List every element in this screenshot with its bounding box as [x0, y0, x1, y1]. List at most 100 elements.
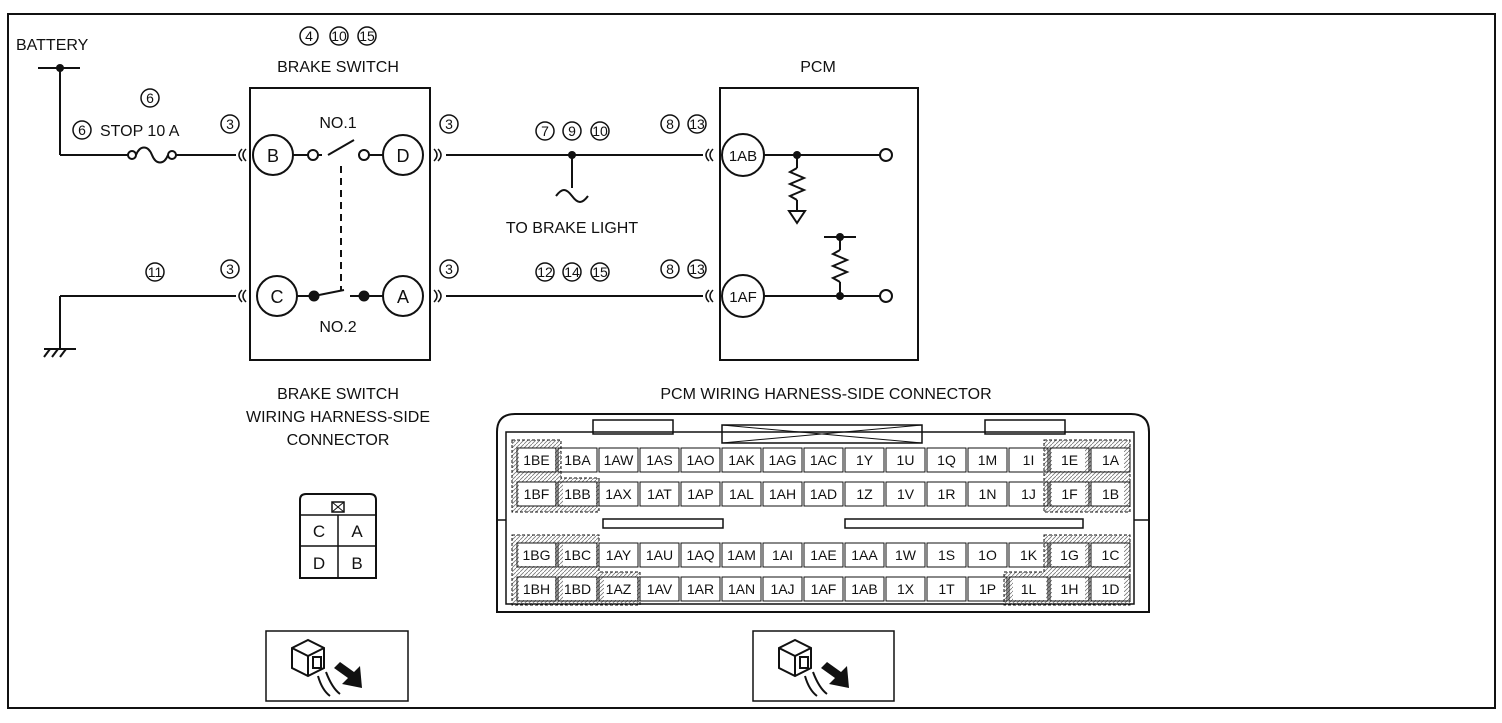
fuse-label: STOP 10 A — [100, 123, 180, 140]
pcm-pin-cell — [557, 576, 598, 602]
pin-bs-c: C — [256, 275, 298, 317]
brake-switch-refs: 4 10 15 — [299, 26, 377, 46]
pcm-pin-label: 1AZ — [606, 581, 632, 597]
pcm-pin-label: 1AH — [769, 486, 796, 502]
pcm-pin-cell — [885, 576, 926, 602]
svg-text:3: 3 — [226, 116, 234, 132]
pcm-pin-cell — [721, 447, 762, 473]
pcm-pin-cell — [885, 542, 926, 568]
svg-text:8: 8 — [666, 116, 674, 132]
ground-icon — [43, 348, 76, 358]
svg-text:7: 7 — [541, 123, 549, 139]
pin-bs-a: A — [382, 275, 424, 317]
ground-wire — [59, 295, 236, 348]
bs-connector-title-3: CONNECTOR — [287, 432, 390, 449]
pcm-pin-label: 1W — [895, 547, 917, 563]
pcm-pin-cell — [1008, 447, 1049, 473]
pin-pcm-1ab: 1AB — [721, 133, 765, 177]
pcm-pin-label: 1BF — [524, 486, 550, 502]
pcm-pin-label: 1AB — [851, 581, 877, 597]
svg-text:10: 10 — [592, 123, 608, 139]
ref-upper-wire: 7 9 10 — [535, 121, 610, 141]
pcm-pin-label: 1P — [979, 581, 996, 597]
pcm-pin-cell — [926, 481, 967, 507]
switch-no1 — [293, 139, 383, 161]
brake-switch-box — [249, 87, 431, 361]
bs-connector-title-2: WIRING HARNESS-SIDE — [246, 409, 430, 426]
pcm-pin-label: 1F — [1061, 486, 1077, 502]
pcm-pin-cell — [516, 576, 557, 602]
pcm-pin-cell — [1090, 542, 1131, 568]
diagram-frame — [7, 13, 1496, 709]
ref-pcm-upper: 8 13 — [660, 114, 707, 134]
pcm-pin-cell — [926, 542, 967, 568]
connector-mark-pcm-1af — [705, 289, 714, 303]
pcm-pin-label: 1AM — [727, 547, 756, 563]
pcm-pin-cell — [639, 542, 680, 568]
pcm-connector-view-icon — [752, 630, 895, 702]
switch-no1-label: NO.1 — [319, 115, 356, 132]
pcm-pin-cell — [639, 481, 680, 507]
svg-text:6: 6 — [146, 90, 154, 106]
pcm-pin-cell — [557, 447, 598, 473]
pcm-pin-cell — [721, 542, 762, 568]
pcm-pin-cell — [680, 447, 721, 473]
pcm-pin-label: 1T — [938, 581, 955, 597]
pcm-pin-cell — [639, 576, 680, 602]
pcm-pin-cell — [803, 481, 844, 507]
pcm-title: PCM — [800, 59, 836, 76]
to-brake-light-label: TO BRAKE LIGHT — [506, 220, 638, 237]
pcm-pin-cell — [844, 447, 885, 473]
pcm-pin-label: 1AP — [687, 486, 713, 502]
pcm-pin-cell — [1049, 481, 1090, 507]
pcm-pin-label: 1AX — [605, 486, 632, 502]
pcm-pin-cell — [1008, 481, 1049, 507]
bs-cell-d: D — [313, 554, 325, 573]
pcm-pin-label: 1BG — [522, 547, 550, 563]
pcm-pin-cell — [762, 542, 803, 568]
svg-text:14: 14 — [564, 264, 580, 280]
pcm-pin-label: 1Y — [856, 452, 874, 468]
pcm-pin-cell — [557, 481, 598, 507]
pcm-pin-label: 1D — [1102, 581, 1120, 597]
pcm-pin-label: 1AN — [728, 581, 755, 597]
pcm-pin-label: 1Z — [856, 486, 873, 502]
pcm-box — [719, 87, 919, 361]
pcm-pin-cell — [1049, 447, 1090, 473]
pcm-pin-cell — [967, 447, 1008, 473]
brake-light-branch — [555, 155, 589, 203]
pcm-pin-cell — [721, 481, 762, 507]
svg-text:15: 15 — [592, 264, 608, 280]
pcm-upper-junction — [793, 151, 801, 159]
pcm-pin-cell — [803, 447, 844, 473]
pcm-pin-label: 1BC — [564, 547, 591, 563]
pcm-upper-circuit — [764, 148, 893, 225]
pcm-pin-cell — [885, 447, 926, 473]
ref-bs-d: 3 — [439, 114, 459, 134]
pcm-pin-cell — [926, 447, 967, 473]
pcm-pin-label: 1AL — [729, 486, 754, 502]
pcm-pin-cell — [1008, 542, 1049, 568]
pcm-pin-cell — [721, 576, 762, 602]
pcm-pin-label: 1AF — [811, 581, 837, 597]
svg-text:13: 13 — [689, 116, 705, 132]
switch-no2-contact-left — [308, 290, 320, 302]
bs-cell-a: A — [351, 522, 363, 541]
svg-text:3: 3 — [226, 261, 234, 277]
connector-mark-bs-a — [433, 289, 442, 303]
pcm-pin-cell — [803, 576, 844, 602]
pcm-pin-cell — [1008, 576, 1049, 602]
svg-text:12: 12 — [537, 264, 553, 280]
pcm-pin-label: 1AA — [851, 547, 878, 563]
svg-text:11: 11 — [148, 264, 163, 280]
pcm-pin-cell — [1090, 576, 1131, 602]
svg-text:10: 10 — [331, 28, 347, 44]
svg-text:9: 9 — [568, 123, 576, 139]
svg-text:13: 13 — [689, 261, 705, 277]
pcm-pin-label: 1AU — [646, 547, 673, 563]
svg-text:1AF: 1AF — [729, 289, 757, 306]
pcm-pin-cell — [1090, 447, 1131, 473]
pcm-pin-label: 1AO — [686, 452, 714, 468]
pcm-pin-cell — [803, 542, 844, 568]
